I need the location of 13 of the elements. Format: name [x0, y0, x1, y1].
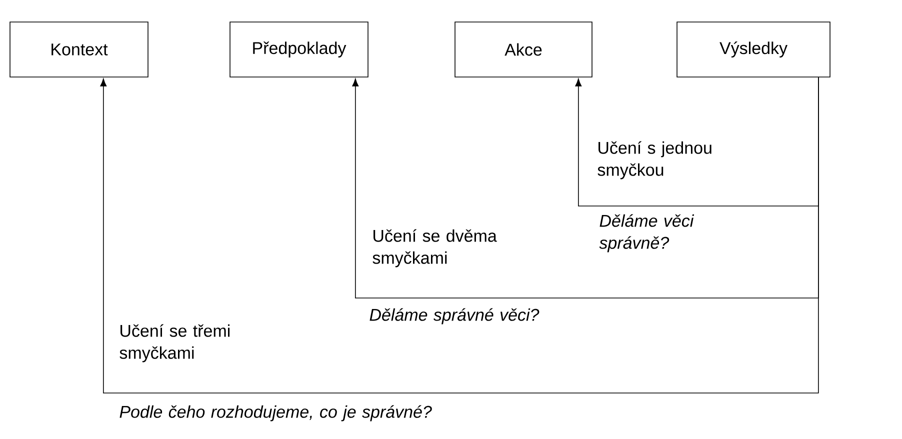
process-box: Předpoklady: [230, 22, 368, 78]
edge-label: Učení s jednou smyčkou: [598, 141, 712, 180]
arrow: [352, 77, 819, 298]
edge-label: Učení se třemi smyčkami: [120, 324, 230, 362]
question-label: Děláme správné věci?: [370, 308, 540, 324]
process-box: Akce: [454, 22, 592, 78]
arrow: [100, 77, 819, 394]
edge-label: Učení se dvěma smyčkami: [372, 229, 497, 268]
process-box: Výsledky: [676, 22, 830, 78]
question-label: Podle čeho rozhodujeme, co je správné?: [120, 405, 432, 422]
question-label: Děláme věci správně?: [599, 214, 694, 252]
process-box: Kontext: [10, 22, 148, 78]
arrow: [575, 77, 819, 206]
